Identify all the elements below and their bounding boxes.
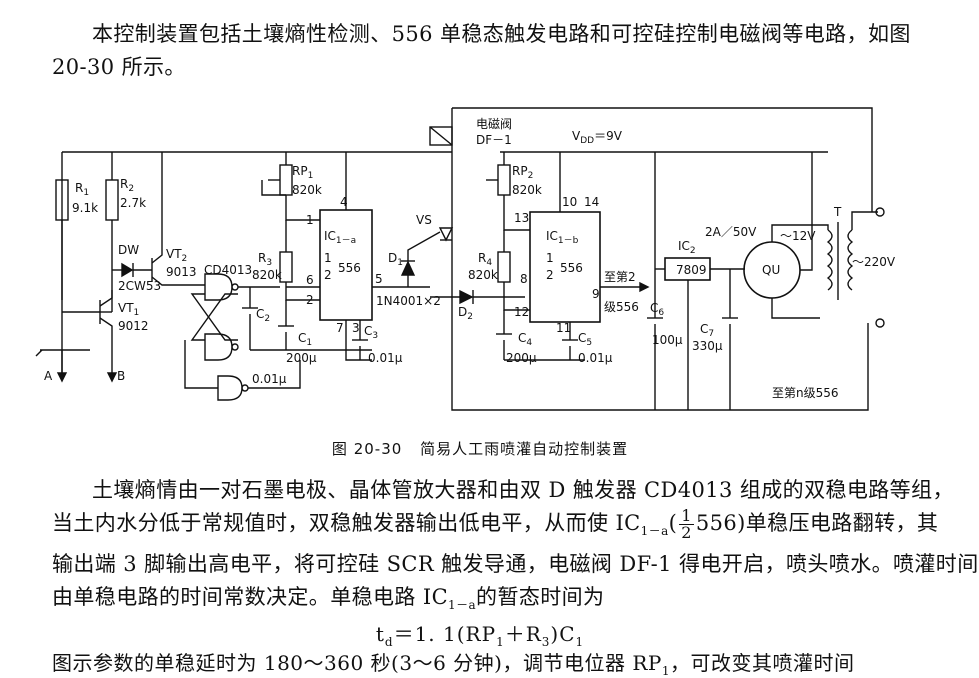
bridge-label: QU	[762, 263, 780, 277]
vt1-label: VT1	[118, 301, 139, 318]
pin-6: 6	[306, 273, 314, 287]
cap-001-label: 0.01μ	[252, 372, 287, 386]
ac220v-label: ～220V	[852, 255, 896, 269]
c1-value: 200μ	[286, 351, 317, 365]
ic1a-half-den: 2	[324, 268, 332, 282]
vdd-label: VDD＝9V	[572, 129, 623, 146]
ic1b-half-den: 2	[546, 268, 554, 282]
r1-value: 9.1k	[72, 201, 98, 215]
c4-label: C4	[518, 331, 532, 348]
c1-label: C1	[298, 331, 312, 348]
figure-caption: 图 20-30 简易人工雨喷灌自动控制装置	[0, 438, 960, 459]
intro-paragraph: 本控制装置包括土壤熵性检测、556 单稳态触发电路和可控硅控制电磁阀等电路，如图…	[52, 18, 911, 84]
pin-14: 14	[584, 195, 599, 209]
vs-label: VS	[416, 213, 432, 227]
body-line-1: 土壤熵情由一对石墨电极、晶体管放大器和由双 D 触发器 CD4013 组成的双稳…	[92, 478, 954, 502]
fuse-label: 2A／50V	[705, 225, 757, 239]
ic1b-label: IC1－b	[546, 229, 579, 246]
a-label: A	[44, 369, 53, 383]
rp2-value: 820k	[512, 183, 542, 197]
delay-formula: td＝1. 1(RP1＋R3)C1	[375, 622, 585, 649]
r3-value: 820k	[252, 268, 282, 282]
c7-value: 330μ	[692, 339, 723, 353]
rp1-value: 820k	[292, 183, 322, 197]
figure-title: 简易人工雨喷灌自动控制装置	[420, 440, 629, 458]
vt2-part: 9013	[166, 265, 197, 279]
pin-1: 1	[306, 213, 314, 227]
transformer-label: T	[833, 205, 842, 219]
r1-label: R1	[75, 181, 89, 198]
ic1a-half-num: 1	[324, 251, 332, 265]
d2-label: D2	[458, 305, 473, 322]
vt2-label: VT2	[166, 247, 187, 264]
c6-value: 100μ	[652, 333, 683, 347]
pin-9: 9	[592, 287, 600, 301]
reg-label: 7809	[676, 263, 707, 277]
pin-7: 7	[336, 321, 344, 335]
pin-10: 10	[562, 195, 577, 209]
diode-part: 1N4001×2	[376, 294, 441, 308]
r2-label: R2	[120, 177, 134, 194]
dw-label: DW	[118, 243, 139, 257]
to-stage2-label: 至第2	[604, 270, 636, 284]
to-stage-n-label: 至第n级556	[772, 386, 839, 400]
intro-line-2: 20-30 所示。	[52, 55, 186, 79]
valve-label: 电磁阀	[476, 116, 512, 131]
vt1-part: 9012	[118, 319, 149, 333]
pin-4: 4	[340, 195, 348, 209]
ac12v-label: ～12V	[780, 229, 816, 243]
c7-label: C7	[700, 322, 714, 339]
c5-value: 0.01μ	[578, 351, 613, 365]
ic1a-name: 556	[338, 261, 361, 275]
pin-2: 2	[306, 293, 314, 307]
d1-label: D1	[388, 251, 403, 268]
to-stage2-label-b: 级556	[604, 300, 639, 314]
intro-line-1: 本控制装置包括土壤熵性检测、556 单稳态触发电路和可控硅控制电磁阀等电路，如图	[92, 22, 911, 46]
c4-value: 200μ	[506, 351, 537, 365]
cd4013-label: CD4013	[204, 263, 252, 277]
pin-13: 13	[514, 211, 529, 225]
body-paragraph: 土壤熵情由一对石墨电极、晶体管放大器和由双 D 触发器 CD4013 组成的双稳…	[52, 474, 979, 622]
c2-label: C2	[256, 307, 270, 324]
last-line: 图示参数的单稳延时为 180～360 秒(3～6 分钟)，调节电位器 RP1，可…	[52, 651, 855, 678]
body-line-3: 输出端 3 脚输出高电平，将可控硅 SCR 触发导通，电磁阀 DF-1 得电开启…	[52, 552, 979, 577]
rp1-label: RP1	[292, 164, 313, 181]
circuit-diagram	[35, 107, 885, 411]
ic1b-name: 556	[560, 261, 583, 275]
ic2-label: IC2	[678, 239, 696, 256]
pin-3: 3	[352, 321, 360, 335]
r4-label: R4	[478, 251, 492, 268]
r2-value: 2.7k	[120, 196, 146, 210]
circuit-labels: 电磁阀 DF－1 VDD＝9V R1 9.1k R2 2.7k DW 2CW53…	[44, 116, 896, 400]
r4-value: 820k	[468, 268, 498, 282]
pin-8: 8	[520, 272, 528, 286]
pin-12: 12	[514, 305, 529, 319]
c6-label: C6	[650, 301, 664, 318]
dw-part: 2CW53	[118, 279, 161, 293]
body-line-4: 由单稳电路的时间常数决定。单稳电路 IC1－a的暂态时间为	[52, 585, 605, 613]
ic1b-half-num: 1	[546, 251, 554, 265]
figure-number: 图 20-30	[331, 440, 403, 458]
c5-label: C5	[578, 331, 592, 348]
c3-value: 0.01μ	[368, 351, 403, 365]
b-label: B	[117, 369, 125, 383]
pin-11: 11	[556, 321, 571, 335]
df1-label: DF－1	[476, 133, 512, 147]
pin-5: 5	[375, 272, 383, 286]
c3-label: C3	[364, 324, 378, 341]
rp2-label: RP2	[512, 164, 533, 181]
ic1a-label: IC1－a	[324, 229, 356, 246]
r3-label: R3	[258, 251, 272, 268]
